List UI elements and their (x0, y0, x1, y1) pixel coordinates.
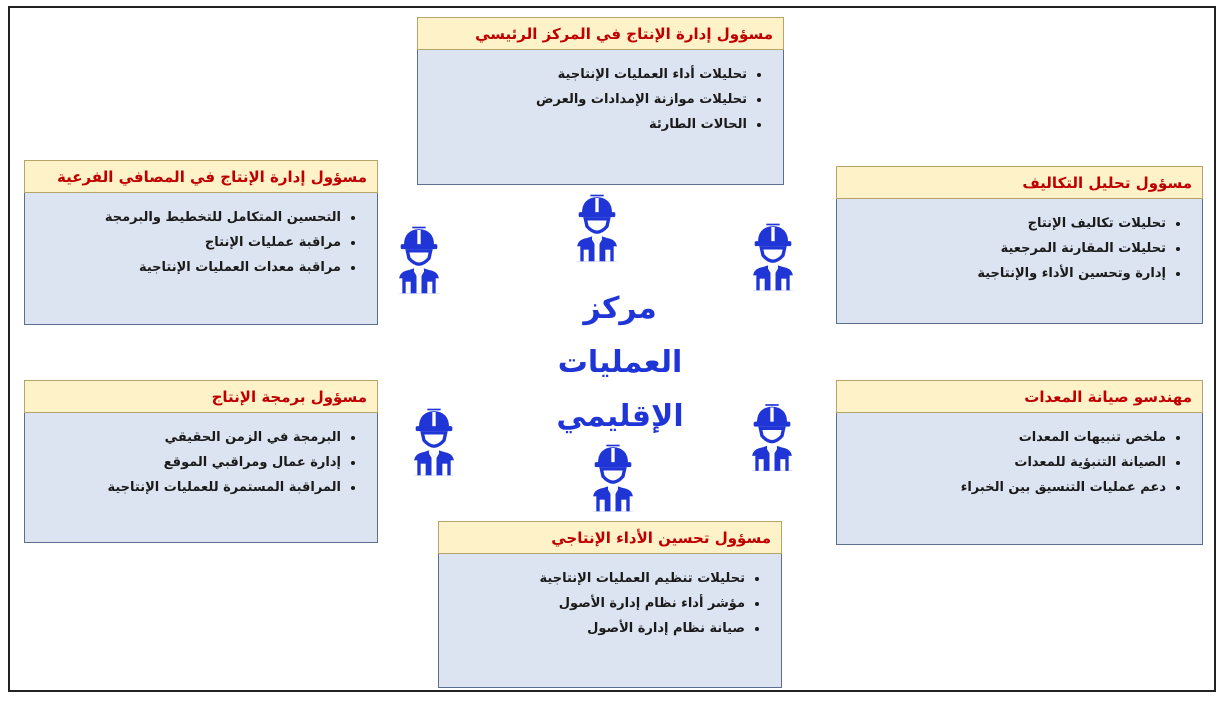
diagram-frame (8, 6, 1216, 692)
card-title: مسؤول تحسين الأداء الإنتاجي (551, 528, 771, 547)
list-item: مراقبة معدات العمليات الإنتاجية (35, 255, 341, 280)
list-item: الصيانة التنبؤية للمعدات (847, 450, 1166, 475)
worker-hardhat-icon (591, 442, 635, 514)
list-item: المراقبة المستمرة للعمليات الإنتاجية (35, 475, 341, 500)
list-item: تحليلات المقارنة المرجعية (847, 236, 1166, 261)
card-title: مهندسو صيانة المعدات (1024, 387, 1192, 406)
card-header: مسؤول إدارة الإنتاج في المركز الرئيسي (417, 17, 784, 50)
card-header: مسؤول برمجة الإنتاج (24, 380, 378, 413)
card-header: مسؤول تحليل التكاليف (836, 166, 1203, 199)
center-title-line: الإقليمي (556, 399, 684, 434)
list-item: مراقبة عمليات الإنتاج (35, 230, 341, 255)
card-body: ملخص تنبيهات المعدات الصيانة التنبؤية لل… (836, 413, 1203, 545)
center-title: مركز العمليات الإقليمي (520, 282, 720, 444)
card-performance-improvement: مسؤول تحسين الأداء الإنتاجي تحليلات تنظي… (438, 521, 782, 688)
list-item: تحليلات تكاليف الإنتاج (847, 211, 1166, 236)
list-item: تحليلات أداء العمليات الإنتاجية (428, 62, 747, 87)
card-title: مسؤول تحليل التكاليف (1022, 173, 1192, 192)
card-header: مسؤول إدارة الإنتاج في المصافي الفرعية (24, 160, 378, 193)
worker-hardhat-icon (397, 225, 441, 296)
card-title: مسؤول إدارة الإنتاج في المصافي الفرعية (57, 167, 367, 186)
card-body: التحسين المتكامل للتخطيط والبرمجة مراقبة… (24, 193, 378, 325)
card-header: مسؤول تحسين الأداء الإنتاجي (438, 521, 782, 554)
card-equipment-maintenance: مهندسو صيانة المعدات ملخص تنبيهات المعدا… (836, 380, 1203, 545)
center-title-line: العمليات (557, 345, 683, 380)
card-cost-analysis: مسؤول تحليل التكاليف تحليلات تكاليف الإن… (836, 166, 1203, 324)
card-production-scheduling: مسؤول برمجة الإنتاج البرمجة في الزمن الح… (24, 380, 378, 543)
worker-hardhat-icon (751, 222, 795, 293)
list-item: إدارة عمال ومراقبي الموقع (35, 450, 341, 475)
list-item: البرمجة في الزمن الحقيقي (35, 425, 341, 450)
card-branch-refineries-production: مسؤول إدارة الإنتاج في المصافي الفرعية ا… (24, 160, 378, 325)
card-header: مهندسو صيانة المعدات (836, 380, 1203, 413)
worker-hardhat-icon (750, 402, 794, 473)
card-headquarters-production: مسؤول إدارة الإنتاج في المركز الرئيسي تح… (417, 17, 784, 185)
list-item: تحليلات تنظيم العمليات الإنتاجية (449, 566, 745, 591)
card-body: تحليلات أداء العمليات الإنتاجية تحليلات … (417, 50, 784, 185)
list-item: إدارة وتحسين الأداء والإنتاجية (847, 261, 1166, 286)
list-item: دعم عمليات التنسيق بين الخبراء (847, 475, 1166, 500)
card-body: تحليلات تنظيم العمليات الإنتاجية مؤشر أد… (438, 554, 782, 688)
card-title: مسؤول إدارة الإنتاج في المركز الرئيسي (475, 24, 773, 43)
list-item: صيانة نظام إدارة الأصول (449, 616, 745, 641)
card-body: تحليلات تكاليف الإنتاج تحليلات المقارنة … (836, 199, 1203, 324)
card-title: مسؤول برمجة الإنتاج (211, 387, 367, 406)
list-item: تحليلات موازنة الإمدادات والعرض (428, 87, 747, 112)
list-item: مؤشر أداء نظام إدارة الأصول (449, 591, 745, 616)
worker-hardhat-icon (575, 193, 619, 264)
list-item: ملخص تنبيهات المعدات (847, 425, 1166, 450)
worker-hardhat-icon (412, 406, 456, 478)
list-item: التحسين المتكامل للتخطيط والبرمجة (35, 205, 341, 230)
card-body: البرمجة في الزمن الحقيقي إدارة عمال ومرا… (24, 413, 378, 543)
list-item: الحالات الطارئة (428, 112, 747, 137)
center-title-line: مركز (583, 291, 657, 326)
